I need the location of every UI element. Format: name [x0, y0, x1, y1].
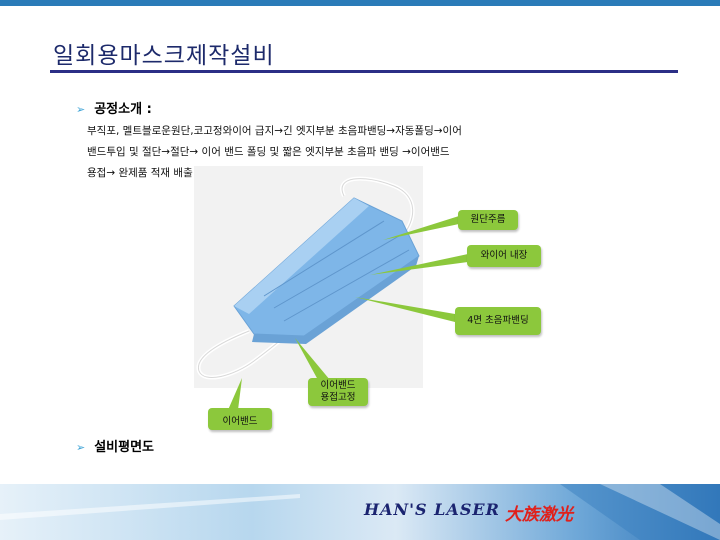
process-description: 부직포, 멜트블로운원단,코고정와이어 급지→긴 엣지부분 초음파밴딩→자동폴딩…: [87, 125, 462, 179]
callout-earband-welding: 이어밴드 용접고정: [308, 378, 368, 406]
callout-fabric-pleat: 원단주름: [458, 210, 518, 230]
top-accent-bar: [0, 0, 720, 6]
arrow-bullet-icon: ➢: [76, 441, 86, 454]
callout-earband: 이어밴드: [208, 408, 272, 430]
slide-title: 일회용마스크제작설비: [53, 43, 275, 69]
company-logo-chinese: 大族激光: [505, 505, 573, 525]
callout-ultrasonic-bonding: 4면 초음파밴딩: [455, 307, 541, 335]
footer-background: [0, 484, 720, 540]
section-layout-heading: ➢ 설비평면도: [76, 436, 154, 455]
title-underline: [50, 70, 678, 73]
surgical-mask-illustration: [196, 176, 420, 380]
callout-wire-inside: 와이어 내장: [467, 245, 541, 267]
section-layout-label: 설비평면도: [94, 440, 155, 455]
arrow-bullet-icon: ➢: [76, 103, 86, 116]
mask-photo: [194, 166, 423, 388]
section-process-heading: ➢ 공정소개 :: [76, 98, 152, 117]
company-logo-text: HAN'S LASER: [364, 500, 500, 519]
footer-banner: [0, 484, 720, 540]
section-process-label: 공정소개 :: [94, 102, 152, 117]
